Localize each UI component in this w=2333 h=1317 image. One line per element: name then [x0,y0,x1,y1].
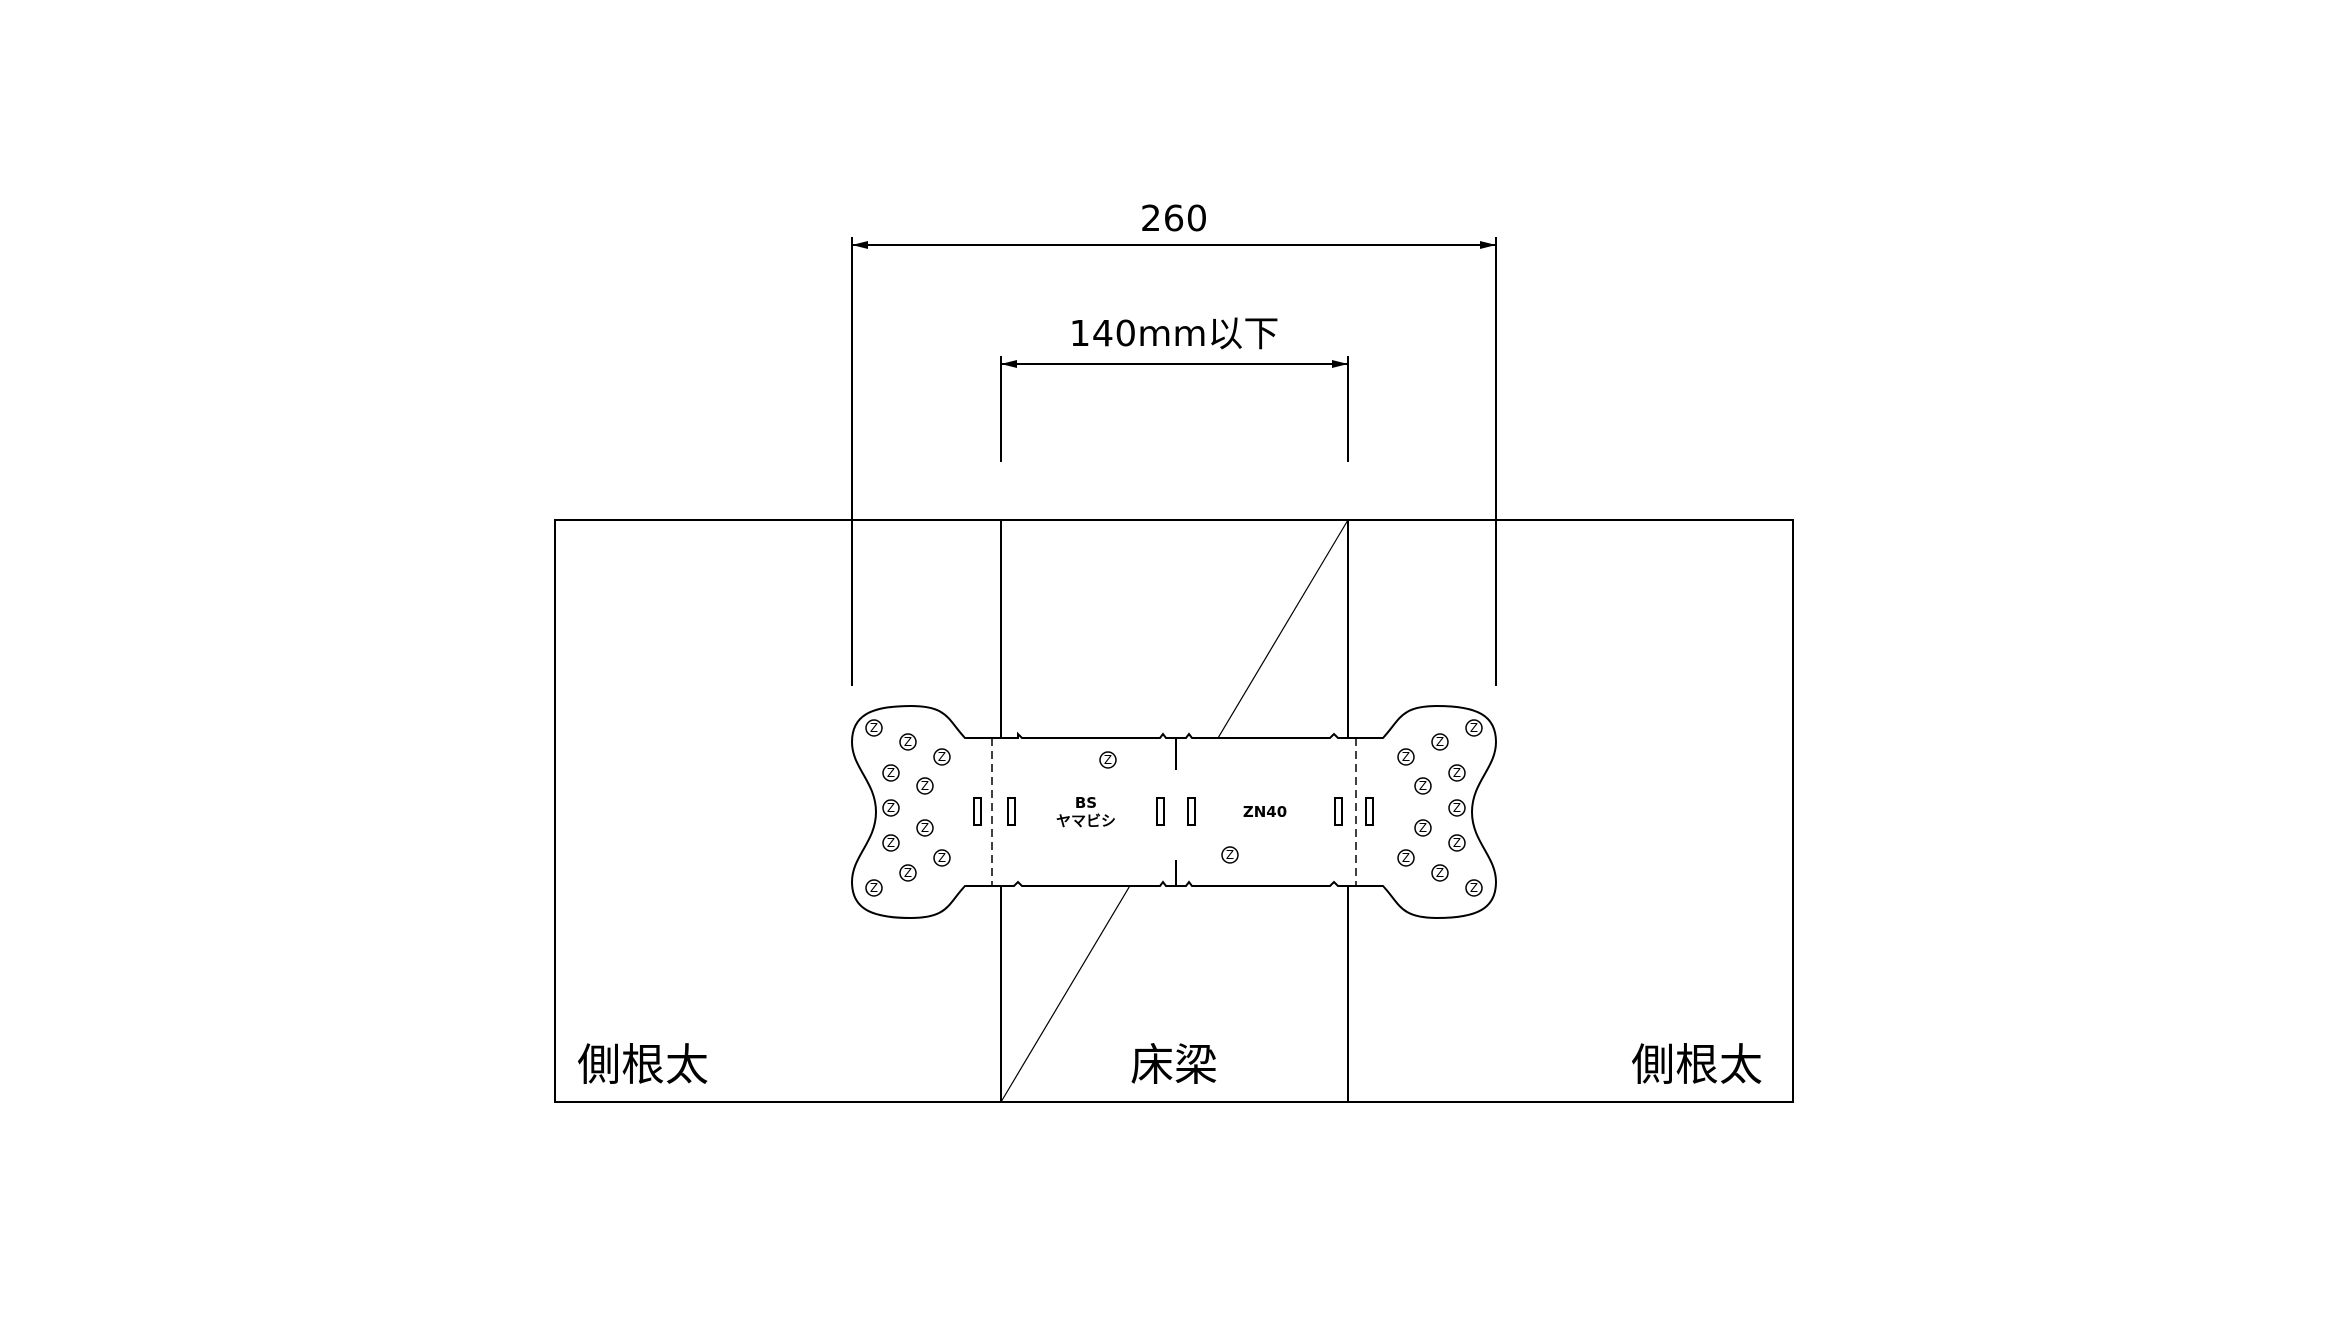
nail-hole-mark: Z [938,750,946,764]
nail-hole [865,879,883,897]
plate-outline [850,704,1498,920]
nail-hole-mark: Z [1104,753,1112,767]
plate-model: ZN40 [1243,803,1287,821]
nail-hole-mark: Z [921,821,929,835]
nail-hole-mark: Z [1470,881,1478,895]
nail-hole [882,764,900,782]
nail-hole-mark: Z [887,766,895,780]
nail-hole [1414,819,1432,837]
nail-hole [916,819,934,837]
dimension-outer-label: 260 [1140,199,1209,240]
nail-hole [1448,764,1466,782]
nail-hole [865,719,883,737]
dimension-outer: 260 [851,199,1497,686]
nail-hole-mark: Z [1419,821,1427,835]
nail-hole-mark: Z [1419,779,1427,793]
slot [1007,797,1016,826]
nail-hole [1414,777,1432,795]
slot [1187,797,1196,826]
nail-hole-mark: Z [1453,766,1461,780]
nail-hole-mark: Z [1226,848,1234,862]
plate-slots [973,797,1374,826]
nail-hole [882,799,900,817]
assembly-outline [554,519,1794,1103]
slot [973,797,982,826]
nail-hole [1221,846,1239,864]
nail-hole [1431,864,1449,882]
nail-hole-mark: Z [1470,721,1478,735]
nail-hole-mark: Z [904,866,912,880]
nail-hole-mark: Z [1453,801,1461,815]
nail-hole [1099,751,1117,769]
nail-hole [1397,849,1415,867]
nail-hole-mark: Z [870,881,878,895]
nail-hole [882,834,900,852]
nail-hole-mark: Z [938,851,946,865]
nail-hole [933,849,951,867]
nail-holes: Z Z Z Z Z Z Z Z Z Z Z Z Z Z Z Z Z Z Z Z Z Z Z Z [865,719,1483,897]
center-beam-label: 床梁 [1130,1040,1218,1091]
slot [1156,797,1165,826]
connector-plate: BS ヤマビシ ZN40 Z Z Z Z Z Z Z Z Z Z Z Z Z Z Z Z Z Z Z Z Z Z Z Z [850,704,1498,920]
nail-hole [899,864,917,882]
nail-hole [1397,748,1415,766]
nail-hole [1465,719,1483,737]
right-joist-label: 側根太 [1631,1040,1763,1091]
nail-hole [916,777,934,795]
nail-hole-mark: Z [1402,750,1410,764]
nail-hole [1465,879,1483,897]
nail-hole [1431,733,1449,751]
nail-hole-mark: Z [1402,851,1410,865]
nail-hole [933,748,951,766]
left-joist-label: 側根太 [577,1040,709,1091]
nail-hole [899,733,917,751]
plate-brand-line2: ヤマビシ [1056,812,1116,830]
dimension-inner-label: 140mm以下 [1069,314,1280,355]
nail-hole-mark: Z [904,735,912,749]
nail-hole [1448,799,1466,817]
dimension-inner: 140mm以下 [1000,314,1349,462]
nail-hole-mark: Z [887,801,895,815]
nail-hole-mark: Z [921,779,929,793]
nail-hole-mark: Z [1453,836,1461,850]
slot [1365,797,1374,826]
slot [1334,797,1343,826]
nail-hole-mark: Z [887,836,895,850]
plate-brand-line1: BS [1075,794,1097,812]
nail-hole [1448,834,1466,852]
nail-hole-mark: Z [1436,866,1444,880]
nail-hole-mark: Z [870,721,878,735]
nail-hole-mark: Z [1436,735,1444,749]
